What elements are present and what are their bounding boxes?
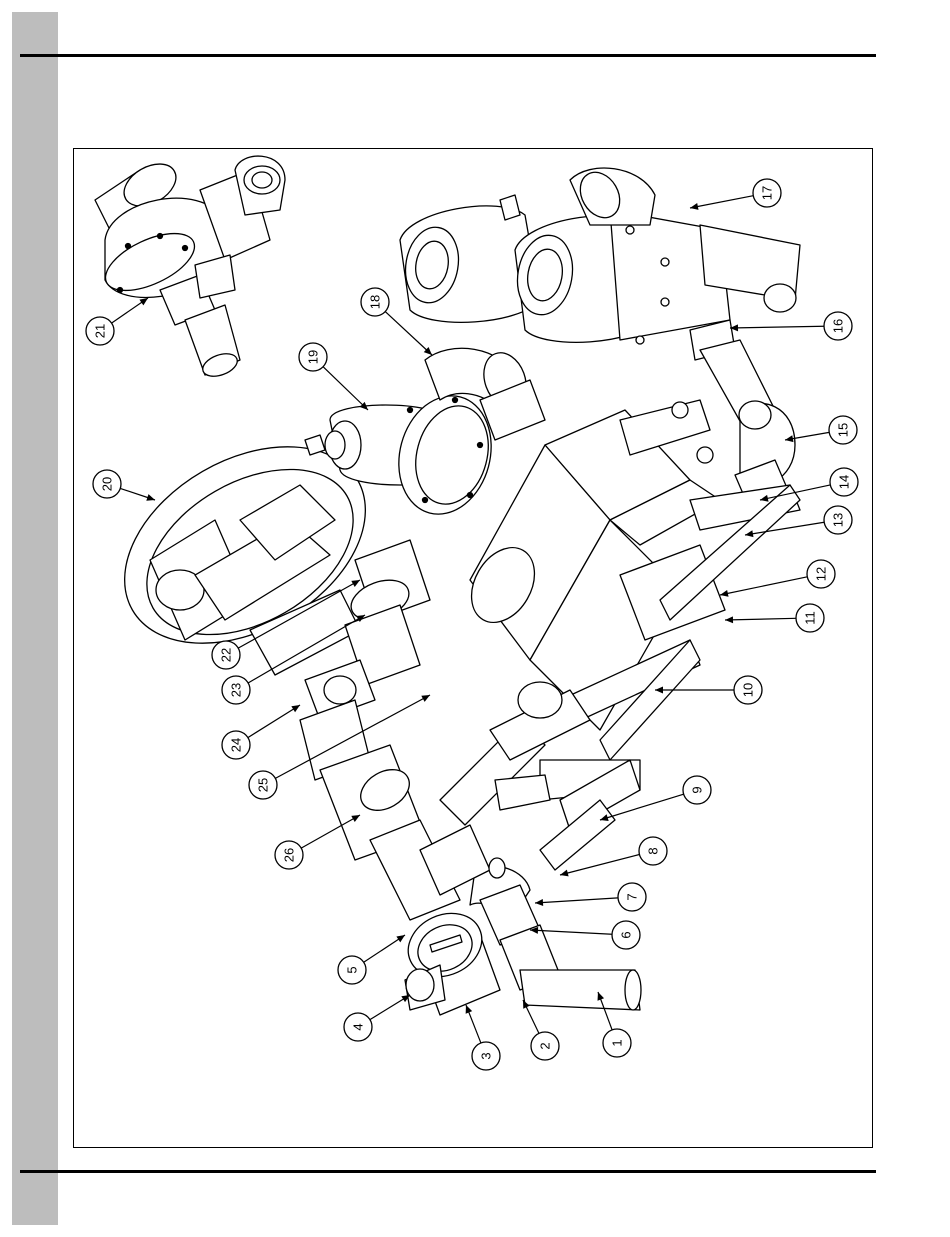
callout-number-19: 19 bbox=[306, 350, 321, 364]
leader-arrowhead-11 bbox=[725, 616, 733, 623]
leader-arrowhead-5 bbox=[396, 935, 405, 942]
leader-arrowhead-8 bbox=[560, 870, 569, 877]
leader-arrowhead-17 bbox=[690, 203, 699, 210]
leader-line-17 bbox=[690, 196, 753, 208]
leader-arrowhead-3 bbox=[466, 1005, 473, 1014]
inset-regulator-drawing bbox=[95, 155, 285, 380]
callout-24: 24 bbox=[222, 705, 300, 759]
callout-number-21: 21 bbox=[93, 324, 108, 338]
callout-number-7: 7 bbox=[625, 893, 640, 900]
callout-12: 12 bbox=[720, 560, 835, 597]
callout-number-2: 2 bbox=[538, 1042, 553, 1049]
callout-number-13: 13 bbox=[831, 513, 846, 527]
leader-arrowhead-20 bbox=[146, 494, 155, 501]
callout-16: 16 bbox=[730, 312, 852, 340]
callout-number-11: 11 bbox=[803, 611, 818, 625]
callout-number-9: 9 bbox=[690, 786, 705, 793]
callout-number-4: 4 bbox=[351, 1023, 366, 1030]
callout-number-10: 10 bbox=[741, 683, 756, 697]
callout-number-23: 23 bbox=[229, 683, 244, 697]
callout-15: 15 bbox=[785, 416, 857, 444]
callout-number-26: 26 bbox=[282, 848, 297, 862]
callout-number-1: 1 bbox=[610, 1039, 625, 1046]
callout-number-5: 5 bbox=[345, 966, 360, 973]
callout-number-17: 17 bbox=[760, 186, 775, 200]
callout-number-16: 16 bbox=[831, 319, 846, 333]
callout-number-22: 22 bbox=[219, 648, 234, 662]
leader-line-8 bbox=[560, 854, 639, 875]
callout-5: 5 bbox=[338, 935, 405, 984]
leader-line-24 bbox=[248, 705, 300, 738]
callout-number-12: 12 bbox=[814, 567, 829, 581]
callout-17: 17 bbox=[690, 179, 781, 210]
callout-number-15: 15 bbox=[836, 423, 851, 437]
callout-7: 7 bbox=[535, 883, 646, 911]
callout-21: 21 bbox=[86, 298, 148, 345]
leader-line-7 bbox=[535, 898, 618, 903]
callout-number-14: 14 bbox=[837, 475, 852, 489]
leader-line-16 bbox=[730, 326, 824, 328]
leader-line-12 bbox=[720, 577, 807, 595]
leader-arrowhead-7 bbox=[535, 899, 543, 906]
callout-number-20: 20 bbox=[100, 477, 115, 491]
callout-number-18: 18 bbox=[368, 295, 383, 309]
callout-number-8: 8 bbox=[646, 847, 661, 854]
assembly-drawing bbox=[90, 155, 800, 1015]
callout-4: 4 bbox=[344, 995, 410, 1041]
callout-number-25: 25 bbox=[256, 778, 271, 792]
callout-3: 3 bbox=[466, 1005, 500, 1070]
callout-2: 2 bbox=[523, 1000, 559, 1060]
callout-20: 20 bbox=[93, 470, 155, 501]
leader-arrowhead-21 bbox=[139, 298, 148, 305]
callout-number-3: 3 bbox=[479, 1052, 494, 1059]
leader-arrowhead-24 bbox=[291, 705, 300, 712]
pipe-15-16-drawing bbox=[690, 320, 795, 510]
callout-number-24: 24 bbox=[229, 738, 244, 752]
solenoid-valves-drawing bbox=[400, 165, 800, 344]
callout-11: 11 bbox=[725, 604, 824, 632]
leader-line-11 bbox=[725, 618, 796, 620]
callout-19: 19 bbox=[299, 343, 368, 410]
leader-line-19 bbox=[323, 367, 368, 410]
callout-number-6: 6 bbox=[619, 931, 634, 938]
leader-arrowhead-12 bbox=[720, 590, 729, 597]
